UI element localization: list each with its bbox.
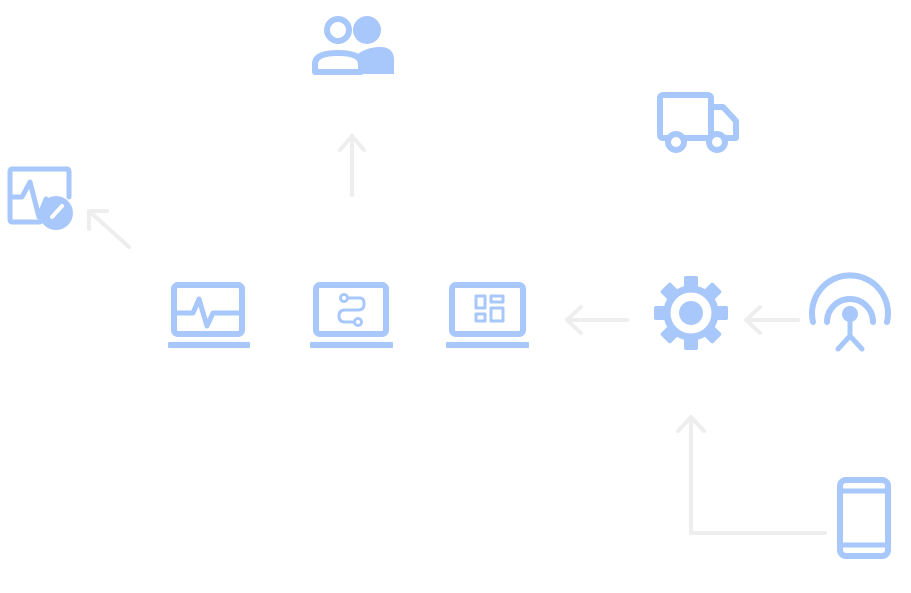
truck-icon — [657, 92, 739, 153]
gear-icon — [654, 276, 728, 350]
arrow-mobile-to-settings — [676, 415, 827, 535]
mobile-phone-icon — [837, 477, 891, 559]
laptop-workflow-icon — [310, 282, 393, 348]
arrow-settings-to-dashboard — [565, 305, 629, 335]
arrow-antenna-to-settings — [744, 305, 800, 335]
laptop-activity-icon — [168, 282, 250, 348]
arrow-activity-to-monitoring — [87, 209, 131, 249]
people-icon — [312, 16, 394, 75]
laptop-dashboard-icon — [446, 282, 529, 348]
monitoring-gauge-icon — [7, 166, 73, 230]
arrow-workflow-to-users — [338, 134, 366, 197]
antenna-icon — [809, 272, 891, 352]
